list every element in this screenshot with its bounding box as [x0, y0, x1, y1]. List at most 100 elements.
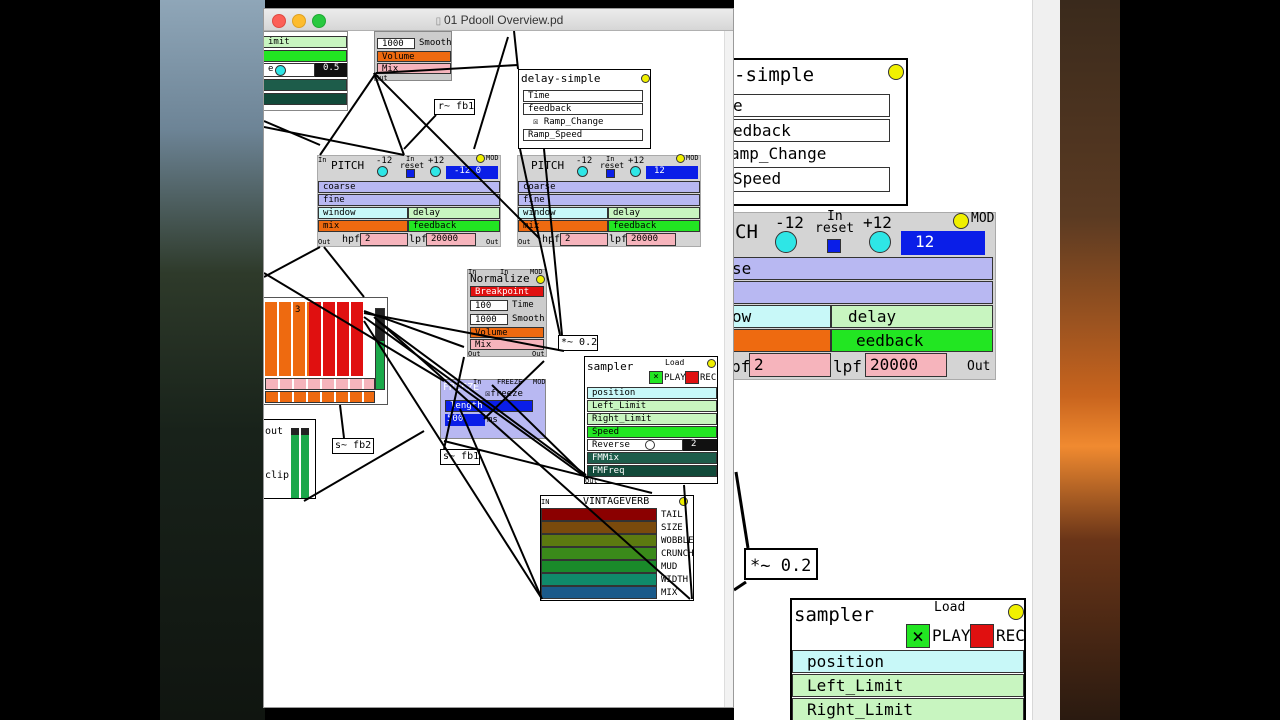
- zoom-rec-toggle[interactable]: [970, 624, 994, 648]
- pitch1-mix-slider[interactable]: mix: [318, 220, 408, 232]
- delay-bang[interactable]: [641, 74, 650, 83]
- zoom-delay-bang[interactable]: [888, 64, 904, 80]
- dark-slider-1[interactable]: [264, 79, 347, 91]
- zoom-load-bang[interactable]: [1008, 604, 1024, 620]
- normalize-bang[interactable]: [536, 275, 545, 284]
- zoom-play-toggle[interactable]: ×: [906, 624, 930, 648]
- sequencer-row-toggles[interactable]: [265, 391, 375, 403]
- dark-slider-2[interactable]: [264, 93, 347, 105]
- zoom-ramp-speed-slider[interactable]: Speed: [734, 167, 890, 192]
- sampler-right-limit-slider[interactable]: Right_Limit: [587, 413, 717, 425]
- close-icon[interactable]: [272, 14, 286, 28]
- toggle-bang[interactable]: [275, 65, 286, 76]
- breakpoint-slider[interactable]: Breakpoint: [470, 286, 544, 297]
- send-fb1-object[interactable]: s~ fb1: [440, 449, 480, 465]
- vertical-scrollbar[interactable]: [724, 31, 733, 707]
- pitch2-lpf-number[interactable]: 20000: [626, 233, 676, 246]
- pitch2-feedback-slider[interactable]: feedback: [608, 220, 700, 232]
- sequencer-row-pink[interactable]: [265, 378, 375, 390]
- zoom-left-limit-slider[interactable]: Left_Limit: [792, 674, 1024, 697]
- zoom-plus-bang[interactable]: [869, 231, 891, 253]
- delay-feedback-slider[interactable]: feedback: [523, 103, 643, 115]
- zoom-coarse-slider[interactable]: se: [734, 257, 993, 280]
- pitch1-lpf-number[interactable]: 20000: [426, 233, 476, 246]
- zoom-right-limit-slider[interactable]: Right_Limit: [792, 698, 1024, 720]
- pitch1-minus-bang[interactable]: [377, 166, 388, 177]
- pitch2-fine-slider[interactable]: fine: [518, 194, 700, 206]
- zoom-delay-slider[interactable]: delay: [831, 305, 993, 328]
- pitch2-minus-bang[interactable]: [577, 166, 588, 177]
- pitch1-mod-bang[interactable]: [476, 154, 485, 163]
- zoom-minus-bang[interactable]: [775, 231, 797, 253]
- pitch1-delay-slider[interactable]: delay: [408, 207, 500, 219]
- vintageverb-bang[interactable]: [679, 497, 688, 506]
- sampler-speed-slider[interactable]: Speed: [587, 426, 717, 438]
- sampler-reverse-toggle[interactable]: Reverse: [587, 439, 683, 451]
- minimize-icon[interactable]: [292, 14, 306, 28]
- zoom-mod-bang[interactable]: [953, 213, 969, 229]
- vv-mix-slider[interactable]: [541, 586, 657, 599]
- zoom-hpf-number[interactable]: 2: [749, 353, 831, 377]
- pitch1-coarse-slider[interactable]: coarse: [318, 181, 500, 193]
- patch-canvas[interactable]: imit e 0.5 1000 Smooth Volume Mix Out de…: [264, 31, 724, 701]
- play-toggle[interactable]: ×: [649, 371, 663, 384]
- zoom-time-slider[interactable]: e: [734, 94, 890, 117]
- zoom-mix-slider[interactable]: [734, 329, 831, 352]
- pitch1-plus-bang[interactable]: [430, 166, 441, 177]
- ramp-change-toggle[interactable]: ☒ Ramp_Change: [533, 117, 604, 127]
- receive-fb1-object[interactable]: r~ fb1: [434, 99, 475, 115]
- num-box-1000[interactable]: 1000: [377, 38, 415, 49]
- pitch2-hpf-number[interactable]: 2: [560, 233, 608, 246]
- sampler-fmfreq-slider[interactable]: FMFreq: [587, 465, 717, 477]
- pitch1-feedback-slider[interactable]: feedback: [408, 220, 500, 232]
- pitch2-mix-slider[interactable]: mix: [518, 220, 608, 232]
- vv-mud-slider[interactable]: [541, 560, 657, 573]
- sampler-fmmix-slider[interactable]: FMMix: [587, 452, 717, 464]
- zoom-fine-slider[interactable]: [734, 281, 993, 304]
- pitch2-coarse-slider[interactable]: coarse: [518, 181, 700, 193]
- zoom-pitch-number[interactable]: 12: [901, 231, 985, 255]
- normalize-time-num[interactable]: 100: [470, 300, 508, 311]
- zoom-reset-bang[interactable]: [827, 239, 841, 253]
- pitch2-delay-slider[interactable]: delay: [608, 207, 700, 219]
- normalize-smooth-num[interactable]: 1000: [470, 314, 508, 325]
- zoom-lpf-number[interactable]: 20000: [865, 353, 947, 377]
- pitch1-hpf-number[interactable]: 2: [360, 233, 408, 246]
- vv-crunch-slider[interactable]: [541, 547, 657, 560]
- ramp-speed-slider[interactable]: Ramp_Speed: [523, 129, 643, 141]
- multiply-02-object[interactable]: *~ 0.2: [558, 335, 598, 351]
- sequencer-steps-red[interactable]: [309, 302, 365, 376]
- number-box[interactable]: 0.5: [315, 63, 347, 77]
- pitch2-mod-bang[interactable]: [676, 154, 685, 163]
- zoom-feedback-slider[interactable]: edback: [734, 119, 890, 142]
- pitch2-reset-bang[interactable]: [606, 169, 615, 178]
- pitch2-window-slider[interactable]: window: [518, 207, 608, 219]
- pitch2-number[interactable]: 12: [646, 166, 698, 179]
- pitch1-window-slider[interactable]: window: [318, 207, 408, 219]
- zoom-ramp-change[interactable]: amp_Change: [734, 144, 827, 163]
- zoom-position-slider[interactable]: position: [792, 650, 1024, 673]
- freeze-toggle[interactable]: ☒freeze: [485, 389, 523, 399]
- pitch2-plus-bang[interactable]: [630, 166, 641, 177]
- vv-tail-slider[interactable]: [541, 508, 657, 521]
- zoom-multiply-object[interactable]: *~ 0.2: [744, 548, 818, 580]
- zoom-feedback-slider-2[interactable]: eedback: [831, 329, 993, 352]
- window-titlebar[interactable]: ▯ 01 Pdooll Overview.pd: [264, 9, 733, 31]
- vv-width-slider[interactable]: [541, 573, 657, 586]
- sampler-load-bang[interactable]: [707, 359, 716, 368]
- volume-slider[interactable]: Volume: [377, 51, 451, 62]
- sampler-position-slider[interactable]: position: [587, 387, 717, 399]
- green-slider[interactable]: [264, 50, 347, 62]
- sampler-left-limit-slider[interactable]: Left_Limit: [587, 400, 717, 412]
- pitch1-reset-bang[interactable]: [406, 169, 415, 178]
- sampler-reverse-bang[interactable]: [645, 440, 655, 450]
- rec-toggle[interactable]: [685, 371, 699, 384]
- limit-slider[interactable]: imit: [264, 36, 347, 48]
- zoom-window-slider[interactable]: ow: [734, 305, 831, 328]
- zoom-icon[interactable]: [312, 14, 326, 28]
- pitch1-number[interactable]: -12.0: [446, 166, 498, 179]
- sampler-reverse-number[interactable]: 2: [683, 439, 717, 451]
- delay-time-slider[interactable]: Time: [523, 90, 643, 102]
- vv-size-slider[interactable]: [541, 521, 657, 534]
- send-fb2-object[interactable]: s~ fb2: [332, 438, 374, 454]
